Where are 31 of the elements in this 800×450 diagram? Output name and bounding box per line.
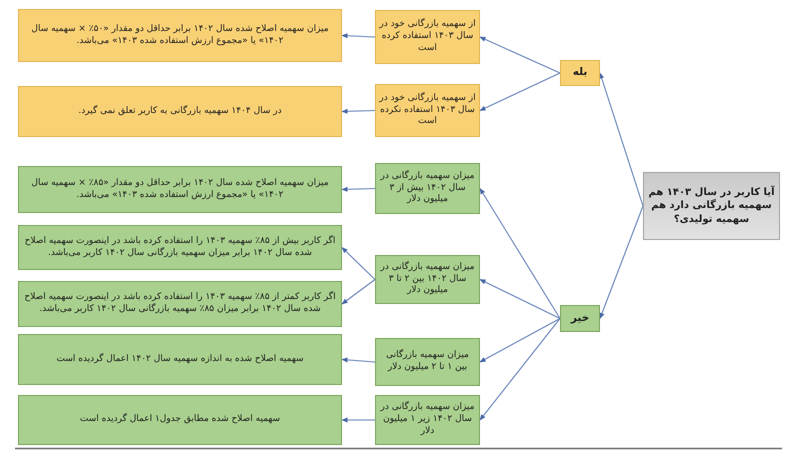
arrow xyxy=(480,318,560,362)
arrow xyxy=(480,318,560,420)
arrow xyxy=(599,72,644,206)
arrow xyxy=(480,36,560,74)
condition-box: از سهمیه بازرگانی خود در سال ۱۴۰۳ استفاده کرده است xyxy=(375,10,480,64)
arrow xyxy=(480,72,560,111)
outcome-box: میزان سهمیه اصلاح شده سال ۱۴۰۲ برابر حداقل دو مقدار «۸۵٪ × سهمیه سال ۱۴۰۲» یا «مجموع ارزش استفاده شده ۱۴۰۳» می‌باشد. xyxy=(18,166,342,213)
outcome-box: سهمیه اصلاح شده به اندازه سهمیه سال ۱۴۰۲ اعمال گردیده است xyxy=(18,334,342,385)
condition-box: از سهمیه بازرگانی خود در سال ۱۴۰۳ استفاده نکرده است xyxy=(375,84,480,137)
arrow xyxy=(342,33,376,38)
arrow xyxy=(480,188,560,319)
decision-box: آیا کاربر در سال ۱۴۰۳ هم سهمیه بازرگانی دارد هم سهمیه تولیدی؟ xyxy=(643,172,780,240)
arrow xyxy=(342,108,376,114)
outcome-box: اگر کاربر بیش از ۸۵٪ سهمیه ۱۴۰۳ را استفاده کرده باشد در اینصورت سهمیه اصلاح شده سال ۱۴۰۲ برابر میزان سهمیه بازرگانی سال ۱۴۰۲ کاربر می‌باشد. xyxy=(18,225,342,270)
outcome-box: میزان سهمیه اصلاح شده سال ۱۴۰۲ برابر حداقل دو مقدار «۵۰٪ × سهمیه سال ۱۴۰۲» یا «مجموع ارزش استفاده شده ۱۴۰۳» می‌باشد. xyxy=(18,9,342,62)
condition-box: میزان سهمیه بازرگانی بین ۱ تا ۲ میلیون دلار xyxy=(375,338,480,386)
condition-box: میزان سهمیه بازرگانی در سال ۱۴۰۲ زیر ۱ میلیون دلار xyxy=(375,395,480,445)
outcome-box: اگر کاربر کمتر از ۸۵٪ سهمیه ۱۴۰۳ را استفاده کرده باشد در اینصورت سهمیه اصلاح شده سال ۱۴۰۲ برابر میزان ۸۵٪ سهمیه بازرگانی سال ۱۴۰۲ کاربر می‌باشد. xyxy=(18,281,342,327)
arrow xyxy=(342,247,376,280)
condition-box: میزان سهمیه بازرگانی در سال ۱۴۰۲ بین ۲ تا ۳ میلیون دلار xyxy=(375,255,480,304)
arrow xyxy=(342,418,375,422)
condition-box: میزان سهمیه بازرگانی در سال ۱۴۰۲ بیش از ۳ میلیون دلار xyxy=(375,163,480,214)
arrow xyxy=(480,279,560,319)
arrow xyxy=(342,357,376,363)
arrow xyxy=(342,186,376,192)
arrow xyxy=(599,206,644,319)
outcome-box: سهمیه اصلاح شده مطابق جدول۱ اعمال گردیده است xyxy=(18,395,342,445)
branch-box: بله xyxy=(560,60,600,86)
outcome-box: در سال ۱۴۰۴ سهمیه بازرگانی به کاربر تعلق نمی گیرد. xyxy=(18,86,342,137)
branch-box: خیر xyxy=(560,305,600,332)
arrow xyxy=(342,279,376,304)
